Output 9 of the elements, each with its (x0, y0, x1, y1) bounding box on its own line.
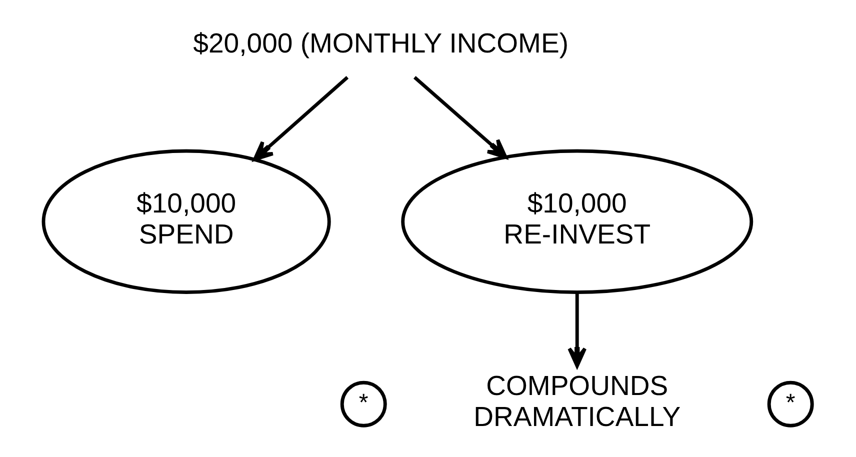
node-text: $20,000 (MONTHLY INCOME) (193, 28, 569, 59)
arrow (568, 292, 587, 368)
arrow (253, 76, 349, 162)
node-ellipse: $10,000 SPEND (42, 149, 331, 294)
arrow (413, 76, 508, 159)
node-text: COMPOUNDS DRAMATICALLY (474, 370, 681, 432)
node-ellipse: $10,000 RE-INVEST (401, 149, 754, 294)
node-circle: * (767, 380, 814, 428)
node-circle: * (340, 380, 387, 428)
